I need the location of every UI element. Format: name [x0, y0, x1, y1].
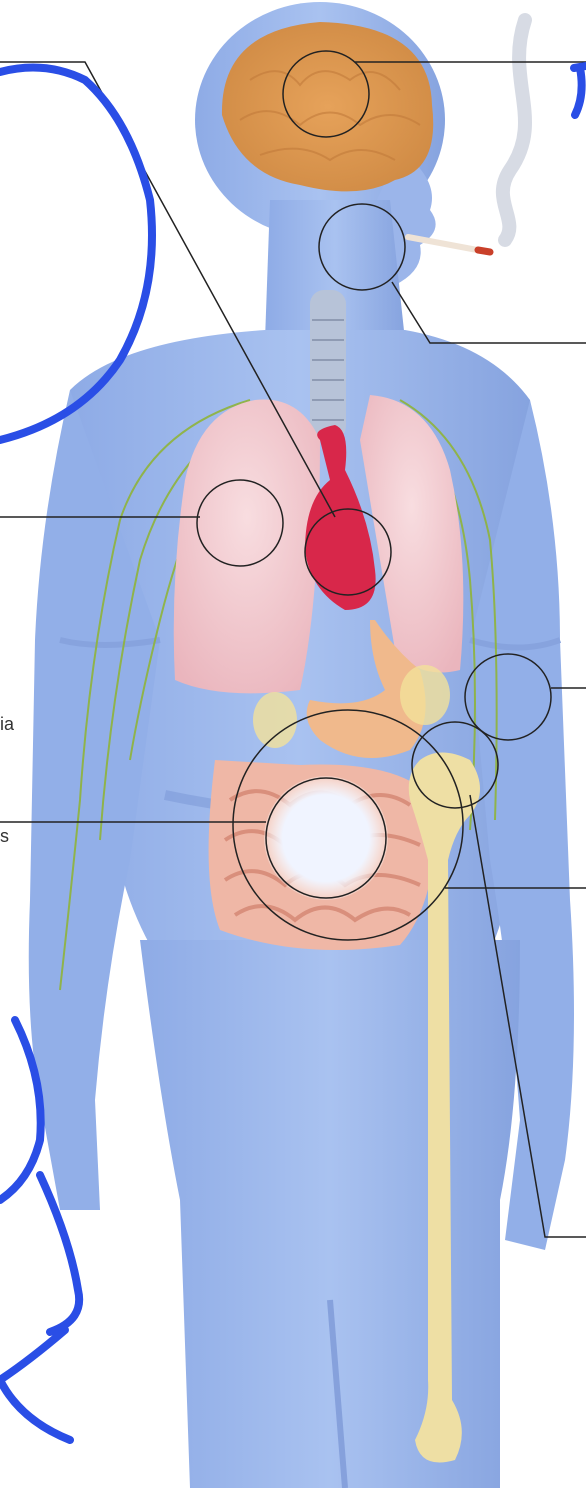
smoke-icon — [503, 20, 525, 240]
pen-stroke-top-right — [574, 66, 586, 115]
bladder-glow — [264, 776, 388, 900]
left-text-fragment-1: ia — [0, 714, 14, 735]
human-body-silhouette — [29, 2, 574, 1488]
trachea — [310, 290, 346, 440]
kidney — [400, 665, 450, 725]
kidney — [253, 692, 297, 748]
left-text-fragment-2: s — [0, 826, 9, 847]
